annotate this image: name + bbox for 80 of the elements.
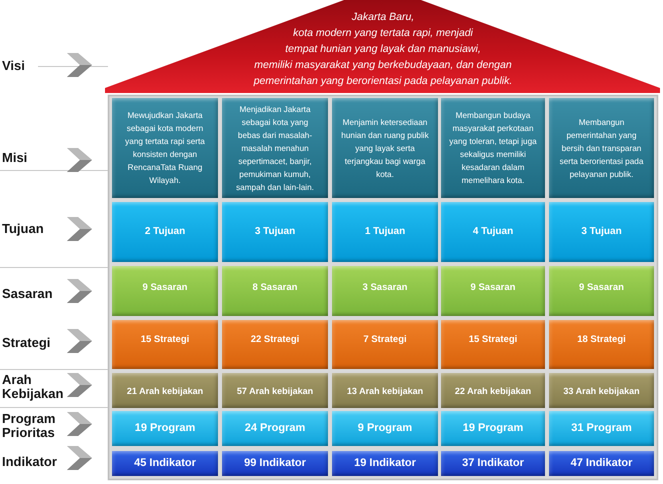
- goal-text: 2 Tujuan: [144, 226, 186, 238]
- goal-card: [332, 202, 438, 262]
- mission-text: Mewujudkan Jakarta sebagai kota modern yang tertata rapi serta konsisten dengan RencanaTata Ruang Wilayah.: [124, 110, 206, 187]
- mission-text: Membangun pemerintahan yang bersih dan transparan serta berorientasi pada pelayanan publik.: [558, 116, 644, 180]
- program-text: 9 Program: [358, 422, 412, 435]
- target-text: 9 Sasaran: [470, 282, 516, 294]
- strategy-text: 15 Strategi: [468, 334, 518, 346]
- mission-card: [441, 98, 545, 198]
- target-card: [112, 266, 218, 316]
- strategy-text: 15 Strategi: [140, 334, 190, 346]
- indicator-card: [332, 451, 438, 476]
- program-text: 19 Program: [134, 422, 196, 435]
- policy-card: [441, 373, 545, 408]
- mission-card: [332, 98, 438, 198]
- row-label: Arah Kebijakan: [2, 373, 64, 401]
- strategy-text: 18 Strategi: [577, 334, 626, 346]
- goal-card: [222, 202, 328, 262]
- strategy-text: 22 Strategi: [250, 334, 300, 346]
- target-card: [332, 266, 438, 316]
- indicator-card: [549, 451, 654, 476]
- goal-text: 3 Tujuan: [254, 226, 296, 238]
- goal-text: 1 Tujuan: [364, 226, 406, 238]
- goal-card: [441, 202, 545, 262]
- target-text: 9 Sasaran: [142, 282, 188, 294]
- goal-text: 3 Tujuan: [581, 226, 622, 238]
- program-card: [549, 411, 654, 446]
- indicator-card: [112, 451, 218, 476]
- policy-text: 22 Arah kebijakan: [454, 384, 532, 396]
- roof-banner: [105, 0, 660, 93]
- policy-card: [112, 373, 218, 408]
- target-card: [222, 266, 328, 316]
- policy-text: 57 Arah kebijakan: [236, 384, 314, 396]
- strategy-card: [222, 320, 328, 369]
- program-card: [222, 411, 328, 446]
- indicator-text: 47 Indikator: [570, 457, 632, 470]
- strategy-text: 7 Strategi: [363, 334, 407, 346]
- row-label: Tujuan: [2, 222, 45, 236]
- mission-card: [112, 98, 218, 198]
- mission-text: Menjamin ketersediaan hunian dan ruang publik yang layak serta terjangkau bagi warga kota.: [340, 116, 430, 180]
- strategy-card: [332, 320, 438, 369]
- vision-text: Jakarta Baru, kota modern yang tertata rapi, menjadi tempat hunian yang layak dan manusiawi, memiliki masyarakat yang berkebudayaan, dan dengan pemerintahan yang berorientasi pada pelayanan publik.: [252, 10, 514, 89]
- row-label: Misi: [2, 151, 28, 165]
- goal-card: [549, 202, 654, 262]
- program-card: [332, 411, 438, 446]
- policy-text: 13 Arah kebijakan: [346, 384, 424, 396]
- goal-text: 4 Tujuan: [472, 226, 514, 238]
- policy-card: [332, 373, 438, 408]
- target-card: [549, 266, 654, 316]
- mission-card: [222, 98, 328, 198]
- strategy-card: [549, 320, 654, 369]
- indicator-text: 45 Indikator: [134, 457, 196, 470]
- row-label: Indikator: [2, 455, 58, 469]
- indicator-text: 19 Indikator: [354, 457, 416, 470]
- policy-card: [549, 373, 654, 408]
- target-card: [441, 266, 545, 316]
- policy-text: 33 Arah kebijakan: [563, 384, 640, 396]
- strategy-card: [441, 320, 545, 369]
- mission-card: [549, 98, 654, 198]
- indicator-card: [441, 451, 545, 476]
- indicator-card: [222, 451, 328, 476]
- mission-text: Membangun budaya masyarakat perkotaan yang toleran, tetapi juga sekaligus memiliki kesadaran dalam memelihara kota.: [449, 110, 537, 187]
- goal-card: [112, 202, 218, 262]
- strategy-card: [112, 320, 218, 369]
- indicator-text: 99 Indikator: [244, 457, 306, 470]
- program-text: 19 Program: [462, 422, 524, 435]
- target-text: 3 Sasaran: [362, 282, 408, 294]
- program-text: 24 Program: [244, 422, 306, 435]
- mission-text: Menjadikan Jakarta sebagai kota yang bebas dari masalah-masalah menahun sepertimacet, banjir, pemukiman kumuh, sampah dan lain-lain.: [235, 104, 315, 194]
- program-card: [441, 411, 545, 446]
- indicator-text: 37 Indikator: [462, 457, 524, 470]
- program-card: [112, 411, 218, 446]
- row-label: Program Prioritas: [2, 412, 56, 440]
- target-text: 8 Sasaran: [252, 282, 298, 294]
- row-label: Visi: [2, 59, 26, 73]
- target-text: 9 Sasaran: [579, 282, 624, 294]
- row-label: Sasaran: [2, 287, 54, 301]
- row-label: Strategi: [2, 336, 52, 350]
- program-text: 31 Program: [571, 422, 632, 435]
- policy-card: [222, 373, 328, 408]
- policy-text: 21 Arah kebijakan: [126, 384, 204, 396]
